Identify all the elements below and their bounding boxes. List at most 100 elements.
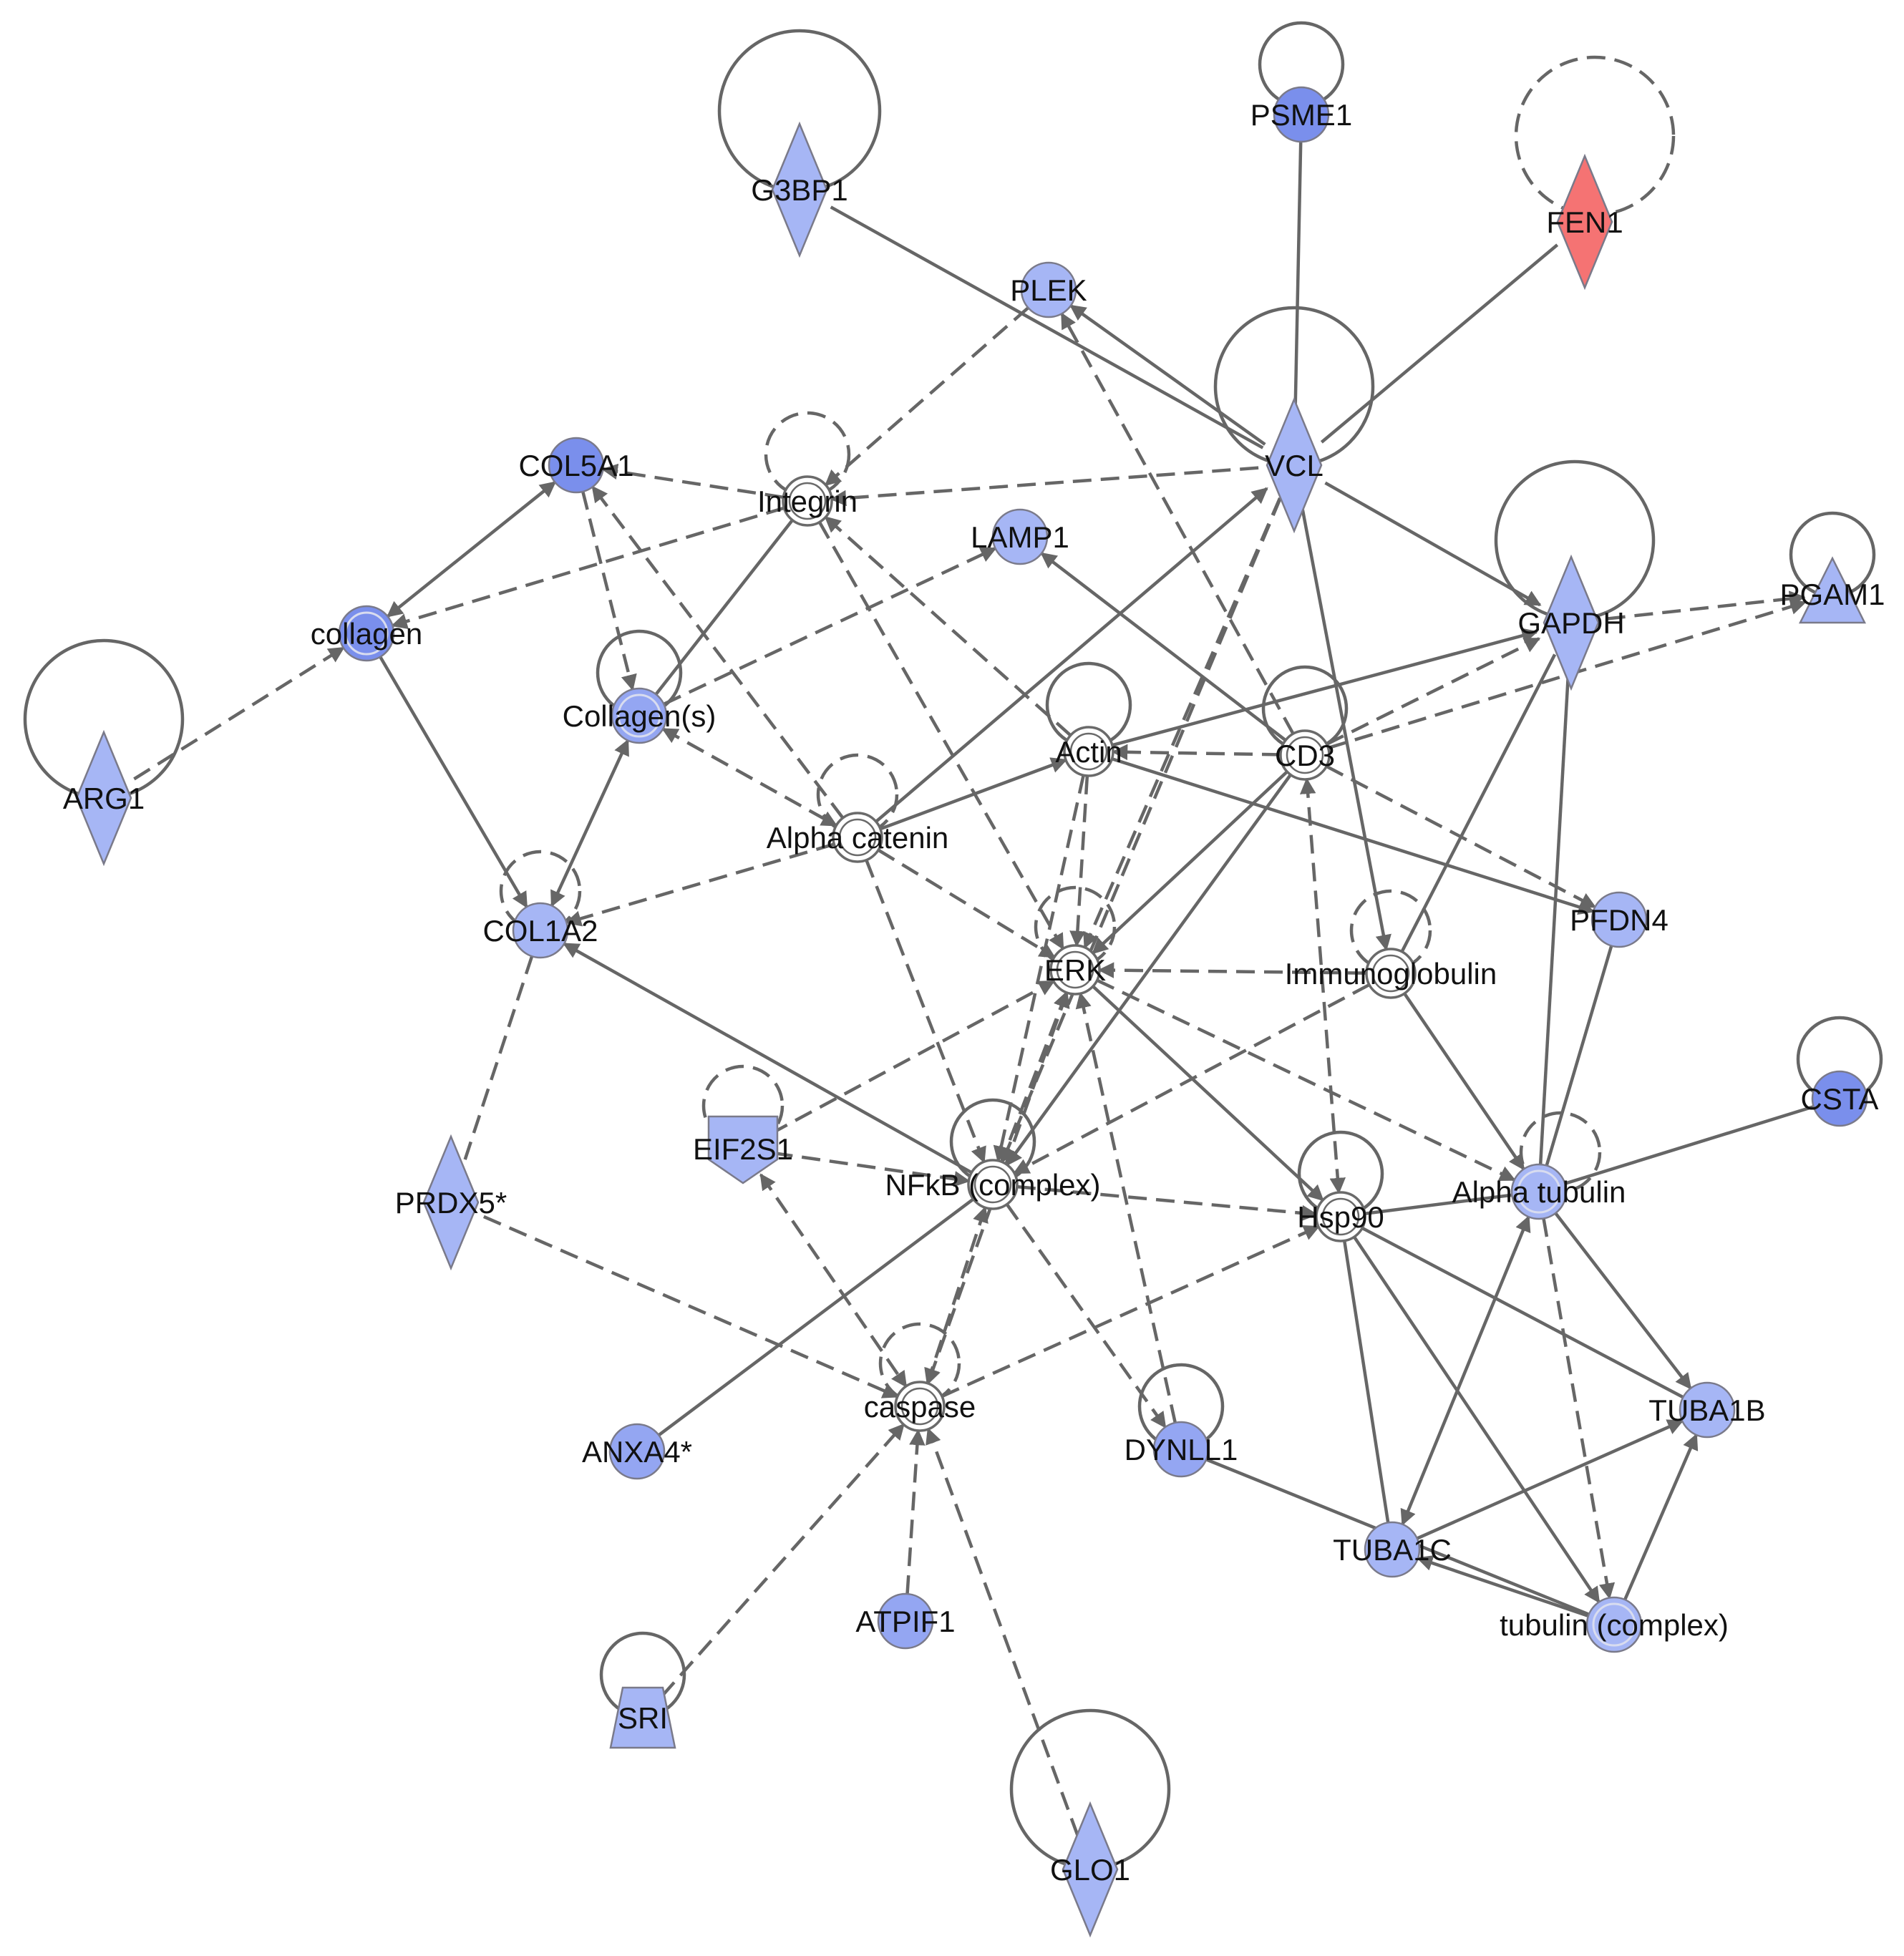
- node-prdx5[interactable]: PRDX5*: [395, 1134, 507, 1271]
- edge-eif2s1-to-nfkb: [774, 1152, 971, 1187]
- node-anxa4[interactable]: ANXA4*: [582, 1423, 692, 1480]
- node-col1a2[interactable]: COL1A2: [482, 902, 598, 959]
- node-tuba1c[interactable]: TUBA1C: [1333, 1521, 1452, 1578]
- node-label-lamp1: LAMP1: [971, 520, 1069, 554]
- node-plek-circle-shape: [1020, 261, 1077, 318]
- edge-cd3-to-plek: [1060, 312, 1295, 735]
- node-eif2s1[interactable]: EIF2S1: [693, 1115, 793, 1184]
- node-fen1[interactable]: FEN1: [1546, 153, 1623, 291]
- node-collagen[interactable]: collagen: [311, 605, 422, 662]
- edge-arg1-to-collagen: [133, 646, 345, 781]
- node-label-alphacatenin: Alpha catenin: [767, 821, 949, 855]
- edge-g3bp1-to-vcl: [830, 205, 1264, 449]
- node-erk[interactable]: ERK: [1044, 944, 1106, 996]
- node-eif2s1-pentagon-shape: [707, 1115, 779, 1184]
- node-caspase[interactable]: caspase: [864, 1381, 976, 1432]
- edge-tubulin-to-tuba1b: [1623, 1433, 1699, 1601]
- node-cd3-group-shape: [1286, 736, 1324, 774]
- node-alphatubulin-complex-shape: [1517, 1169, 1561, 1214]
- edge-integrin-to-collagens: [654, 519, 794, 696]
- node-label-plek: PLEK: [1010, 273, 1087, 307]
- node-label-nfkb: NFkB (complex): [885, 1168, 1100, 1202]
- edge-actin-to-pfdn4: [1111, 757, 1595, 915]
- node-alphacatenin[interactable]: Alpha catenin: [767, 812, 949, 863]
- node-integrin[interactable]: Integrin: [757, 475, 858, 527]
- node-dynll1-circle-shape: [1152, 1421, 1210, 1478]
- edge-gapdh-to-pgam1: [1606, 590, 1806, 621]
- node-plek[interactable]: PLEK: [1010, 261, 1087, 318]
- edge-alphatubulin-to-tuba1c: [1400, 1215, 1531, 1526]
- node-pgam1[interactable]: PGAM1: [1779, 556, 1885, 624]
- node-psme1[interactable]: PSME1: [1250, 86, 1352, 143]
- edge-nfkb-to-col1a2: [563, 942, 973, 1174]
- edge-atpif1-to-caspase: [905, 1429, 926, 1595]
- node-label-caspase: caspase: [864, 1390, 976, 1424]
- node-csta-circle-shape: [1811, 1070, 1868, 1127]
- node-label-vcl: VCL: [1265, 449, 1323, 482]
- node-label-integrin: Integrin: [757, 485, 858, 518]
- node-label-alphatubulin: Alpha tubulin: [1452, 1175, 1626, 1209]
- node-label-tuba1b: TUBA1B: [1648, 1393, 1765, 1427]
- edge-actin-to-nfkb: [993, 774, 1085, 1163]
- edge-erk-to-hsp90: [1092, 985, 1324, 1202]
- node-atpif1[interactable]: ATPIF1: [855, 1592, 956, 1650]
- edge-cd3-to-erk: [1092, 770, 1288, 955]
- edge-col5a1-to-collagens: [581, 491, 637, 691]
- node-label-atpif1: ATPIF1: [855, 1605, 955, 1638]
- node-csta[interactable]: CSTA: [1801, 1070, 1879, 1127]
- node-label-tubulin: tubulin (complex): [1500, 1608, 1729, 1642]
- node-arg1[interactable]: ARG1: [63, 729, 145, 867]
- node-label-sri: SRI: [618, 1701, 668, 1735]
- node-vcl[interactable]: VCL: [1265, 396, 1323, 534]
- node-gapdh[interactable]: GAPDH: [1517, 554, 1625, 691]
- self-loops-layer: [23, 21, 1883, 1870]
- edge-integrin-to-erk: [817, 521, 1065, 950]
- node-lamp1[interactable]: LAMP1: [971, 508, 1069, 565]
- node-alphatubulin[interactable]: Alpha tubulin: [1452, 1163, 1626, 1220]
- edge-actin-to-gapdh: [1112, 628, 1538, 747]
- node-label-psme1: PSME1: [1250, 98, 1352, 132]
- node-label-collagens: Collagen(s): [563, 699, 717, 733]
- node-tuba1b[interactable]: TUBA1B: [1648, 1381, 1766, 1439]
- node-immunoglobulin-group-shape: [1371, 954, 1410, 993]
- edge-cd3-to-gapdh: [1326, 637, 1541, 746]
- edge-cd3-to-hsp90: [1299, 777, 1346, 1194]
- node-actin-group-shape: [1069, 732, 1108, 771]
- node-tubulin-complex-shape: [1585, 1596, 1643, 1653]
- node-collagen-complex-shape: [344, 611, 389, 656]
- node-col5a1[interactable]: COL5A1: [518, 437, 634, 494]
- node-glo1-diamond-shape: [1062, 1801, 1119, 1938]
- node-tubulin[interactable]: tubulin (complex): [1500, 1596, 1729, 1653]
- edge-collagens-to-lamp1: [663, 547, 997, 706]
- node-integrin-group-shape: [788, 482, 827, 520]
- node-pfdn4[interactable]: PFDN4: [1570, 891, 1669, 948]
- node-g3bp1-diamond-shape: [771, 121, 828, 258]
- edge-nfkb-to-hsp90: [1016, 1184, 1318, 1222]
- node-glo1[interactable]: GLO1: [1050, 1801, 1130, 1938]
- edge-integrin-to-col5a1: [601, 463, 784, 500]
- edge-glo1-to-caspase: [926, 1427, 1079, 1836]
- node-collagens[interactable]: Collagen(s): [563, 687, 717, 744]
- edge-cd3-to-lamp1: [1040, 552, 1287, 742]
- node-pfdn4-circle-shape: [1590, 891, 1648, 948]
- edge-vcl-to-plek: [1069, 304, 1266, 446]
- edge-vcl-to-nfkb: [1000, 497, 1282, 1164]
- edge-csta-to-alphatubulin: [1564, 1105, 1815, 1185]
- node-hsp90[interactable]: Hsp90: [1297, 1191, 1384, 1242]
- edge-erk-to-alphatubulin: [1096, 978, 1516, 1182]
- edge-nfkb-to-dynll1: [1005, 1203, 1167, 1429]
- node-nfkb-group-shape: [973, 1165, 1012, 1204]
- edge-alphacatenin-to-vcl: [875, 487, 1268, 823]
- node-actin[interactable]: Actin: [1055, 726, 1122, 777]
- node-prdx5-diamond-shape: [422, 1134, 480, 1271]
- node-label-immunoglobulin: Immunoglobulin: [1285, 957, 1497, 991]
- node-nfkb[interactable]: NFkB (complex): [885, 1159, 1101, 1210]
- node-dynll1[interactable]: DYNLL1: [1125, 1421, 1238, 1478]
- node-immunoglobulin[interactable]: Immunoglobulin: [1285, 948, 1497, 999]
- node-g3bp1[interactable]: G3BP1: [751, 121, 848, 258]
- node-label-collagen: collagen: [311, 617, 422, 651]
- node-cd3[interactable]: CD3: [1275, 729, 1335, 781]
- node-atpif1-circle-shape: [877, 1592, 934, 1650]
- node-alphatubulin-complex-shape: [1510, 1163, 1568, 1220]
- node-sri[interactable]: SRI: [609, 1686, 676, 1749]
